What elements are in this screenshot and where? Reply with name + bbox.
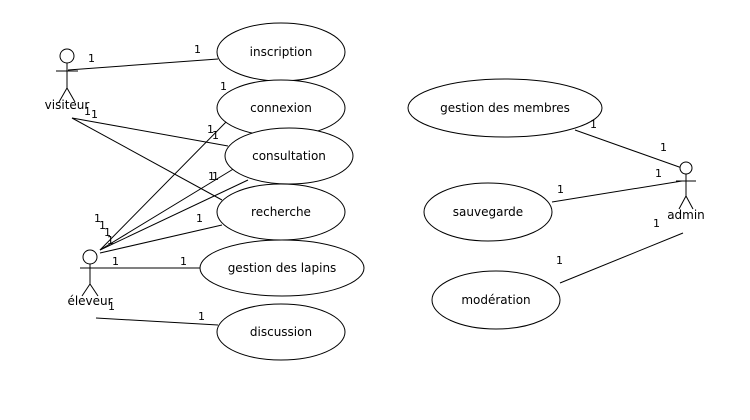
assoc-admin-sauvegarde: [551, 180, 683, 203]
assoc-visiteur-consultation: [71, 117, 229, 147]
use-case-label: gestion des lapins: [228, 261, 337, 275]
assoc-visiteur-recherche: [71, 117, 223, 201]
multiplicity-label: 1: [84, 105, 91, 118]
multiplicity-label: 1: [108, 300, 115, 313]
multiplicity-label: 1: [220, 80, 227, 93]
use-case-discussion: discussion: [216, 303, 346, 361]
use-case-recherche: recherche: [216, 183, 346, 241]
multiplicity-label: 1: [196, 212, 203, 225]
stick-figure-icon: [56, 48, 78, 103]
multiplicity-label: 1: [198, 310, 205, 323]
assoc-admin-moderation: [559, 232, 684, 284]
use-case-ellipse: [431, 270, 561, 330]
multiplicity-label: 1: [212, 170, 219, 183]
multiplicity-label: 1: [660, 141, 667, 154]
multiplicity-label: 1: [91, 108, 98, 121]
associations: [67, 58, 684, 326]
use-case-ellipse: [423, 182, 553, 242]
use-case-gestion-lapins: gestion des lapins: [199, 239, 365, 297]
actor-label: admin: [667, 208, 705, 222]
use-case-label: inscription: [250, 45, 313, 59]
multiplicity-label: 1: [207, 123, 214, 136]
actor-label: éleveur: [67, 294, 112, 308]
use-case-label: gestion des membres: [440, 101, 570, 115]
multiplicity-labels: 1 1 1 1 1 1 1 1 1 1 1 1 1 1 1 1 1 1 1 1 …: [84, 43, 667, 323]
multiplicity-label: 1: [655, 167, 662, 180]
multiplicity-label: 1: [99, 219, 106, 232]
use-case-ellipse: [216, 303, 346, 361]
assoc-eleveur-consultation: [99, 167, 236, 251]
multiplicity-label: 1: [212, 129, 219, 142]
assoc-eleveur-discussion: [95, 317, 219, 326]
multiplicity-label: 1: [556, 254, 563, 267]
multiplicity-label: 1: [104, 226, 111, 239]
multiplicity-label: 1: [208, 170, 215, 183]
actor-label: visiteur: [45, 98, 90, 112]
multiplicity-label: 1: [194, 43, 201, 56]
assoc-eleveur-recherche-a: [99, 179, 249, 251]
use-case-label: modération: [461, 293, 530, 307]
use-case-label: discussion: [250, 325, 312, 339]
multiplicity-label: 1: [107, 234, 114, 247]
assoc-visiteur-inscription: [67, 58, 219, 71]
use-case-connexion: connexion: [216, 79, 346, 137]
actor-visiteur: visiteur: [45, 48, 90, 112]
use-case-label: connexion: [250, 101, 312, 115]
use-case-sauvegarde: sauvegarde: [423, 182, 553, 242]
use-case-ellipse: [407, 78, 603, 138]
use-case-label: sauvegarde: [453, 205, 523, 219]
assoc-eleveur-connexion: [99, 119, 229, 251]
multiplicity-label: 1: [590, 118, 597, 131]
use-case-moderation: modération: [431, 270, 561, 330]
actor-eleveur: éleveur: [67, 249, 113, 308]
use-case-label: consultation: [252, 149, 326, 163]
multiplicity-label: 1: [88, 52, 95, 65]
assoc-eleveur-recherche-b: [99, 224, 223, 254]
stick-figure-icon: [676, 161, 696, 210]
multiplicity-label: 1: [653, 217, 660, 230]
use-case-label: recherche: [251, 205, 311, 219]
use-case-ellipse: [199, 239, 365, 297]
actor-admin: admin: [667, 161, 705, 222]
assoc-admin-gestion-membres: [574, 129, 683, 169]
multiplicity-label: 1: [94, 212, 101, 225]
multiplicity-label: 1: [557, 183, 564, 196]
stick-figure-icon: [80, 249, 100, 297]
multiplicity-label: 1: [112, 255, 119, 268]
use-case-consultation: consultation: [224, 127, 354, 185]
use-case-inscription: inscription: [216, 22, 346, 82]
multiplicity-label: 1: [180, 255, 187, 268]
use-case-gestion-membres: gestion des membres: [407, 78, 603, 138]
